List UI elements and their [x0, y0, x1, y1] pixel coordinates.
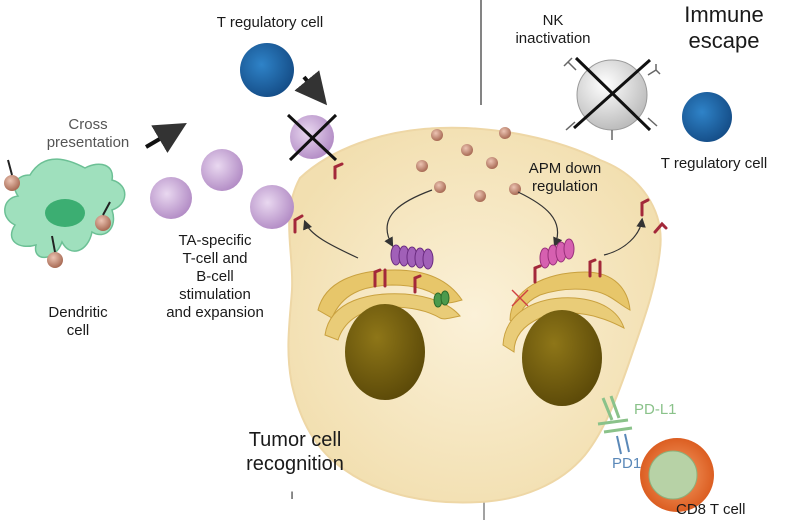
label-dendritic-cell: Dendritic cell [48, 304, 108, 339]
label-cross-presentation: Cross presentation [46, 116, 130, 151]
label-tumor-cell-recognition: Tumor cell recognition [246, 429, 344, 475]
pd-l1-receptor [597, 395, 633, 434]
label-tick: I [290, 490, 294, 502]
label-apm-down-regulation: APM down regulation [528, 160, 602, 195]
tumor-cell [287, 126, 662, 504]
proteasome-right [539, 238, 575, 269]
pd1-receptor [616, 433, 630, 455]
label-immune-escape: Immune escape [684, 2, 764, 54]
cross-presentation-arrow [144, 122, 187, 153]
label-t-regulatory-cell-top: T regulatory cell [216, 14, 324, 31]
blocked-purple-cell [286, 113, 338, 162]
proteasome-left [390, 244, 434, 270]
blocked-mark [511, 289, 529, 307]
nk-cell [563, 56, 661, 140]
cd8-t-cell [640, 438, 714, 512]
label-ta-specific: TA-specific T-cell and B-cell stimulatio… [166, 232, 264, 321]
label-nk-inactivation: NK inactivation [515, 12, 591, 47]
nucleus-left [345, 304, 425, 400]
tap-transporter [433, 290, 450, 308]
label-t-regulatory-cell-right: T regulatory cell [660, 155, 768, 172]
nucleus-right [522, 310, 602, 406]
t-regulatory-cell-right [682, 92, 732, 142]
dendritic-cell [4, 158, 126, 268]
label-pd-l1: PD-L1 [634, 401, 677, 418]
mhc-molecules [293, 162, 668, 294]
er-right [502, 271, 631, 353]
treg-arrow [294, 70, 328, 106]
ta-specific-cells [150, 149, 294, 229]
flow-arrows [303, 189, 646, 259]
t-regulatory-cell-top [240, 43, 294, 97]
label-pd1: PD1 [612, 455, 642, 472]
label-cd8-t-cell: CD8 T cell [676, 501, 746, 518]
